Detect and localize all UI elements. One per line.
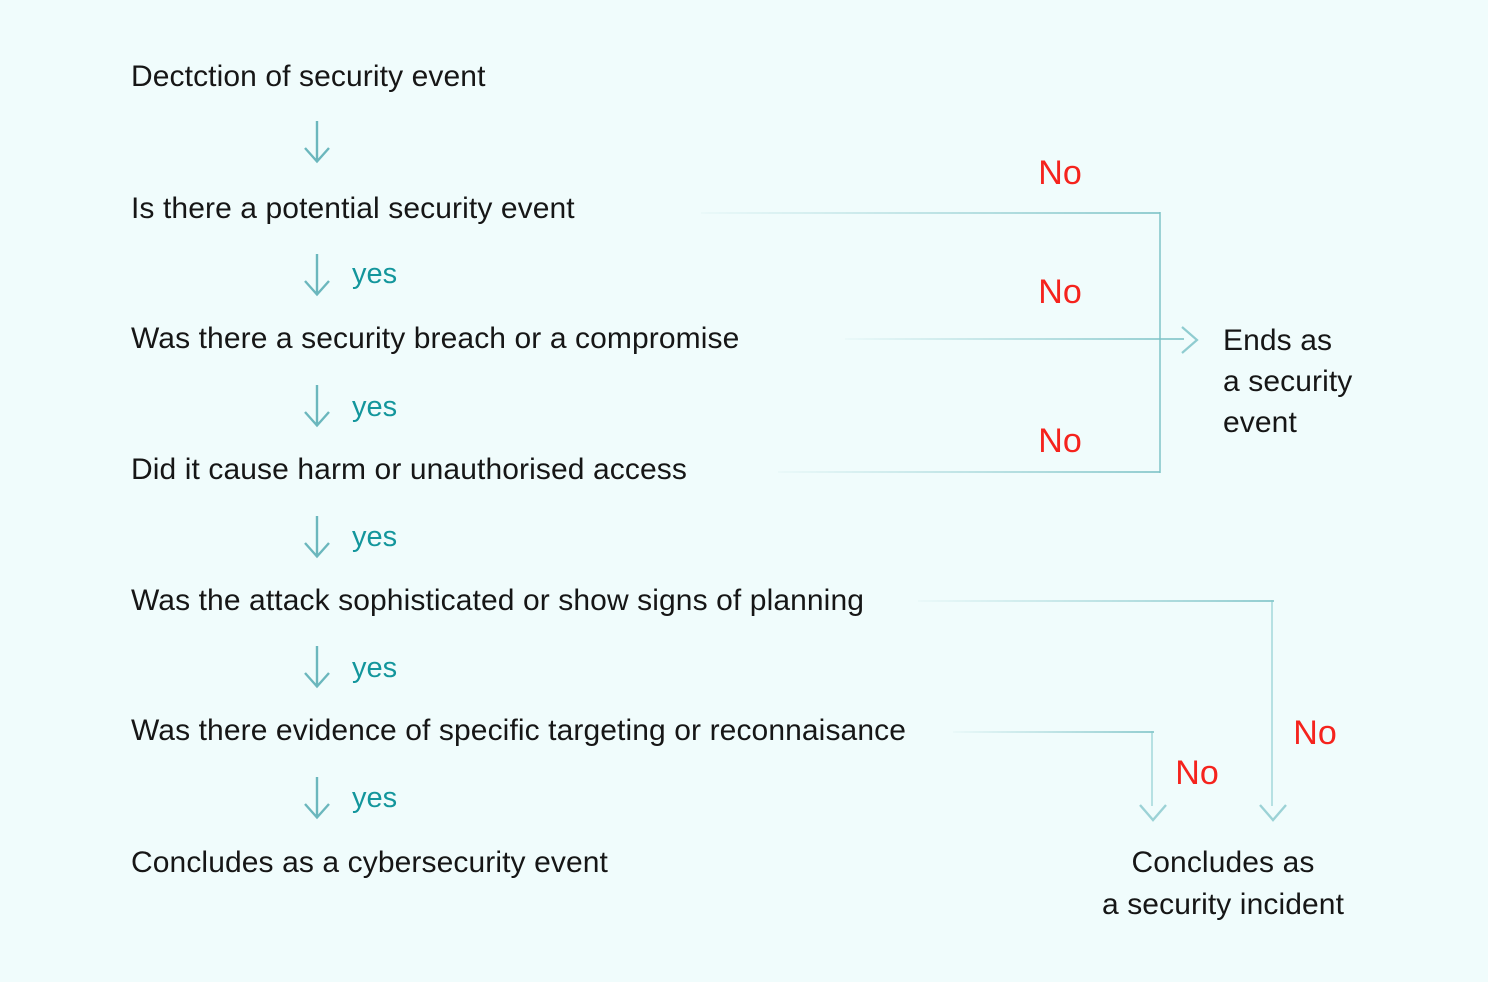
yes-label: yes [352, 391, 398, 423]
node-question-1: Is there a potential security event [131, 192, 575, 225]
down-arrow-icon [304, 777, 330, 820]
connector-rail-security-event [1159, 212, 1161, 473]
node-end-cybersecurity-event: Concludes as a cybersecurity event [131, 846, 608, 879]
node-end-security-incident: Concludes as a security incident [1102, 842, 1344, 926]
connector-drop-q4-no [1271, 600, 1273, 806]
no-label: No [1038, 273, 1082, 311]
no-label: No [1175, 754, 1219, 792]
end-security-event-line-1: Ends as [1223, 324, 1333, 357]
down-arrow-icon [304, 254, 330, 297]
node-question-3: Did it cause harm or unauthorised access [131, 453, 687, 486]
connector-drop-q5-no [1151, 731, 1153, 806]
yes-label: yes [352, 521, 398, 553]
connector-line-q5-no [953, 731, 1154, 733]
yes-label: yes [352, 782, 398, 814]
connector-line-q1-no [701, 212, 1160, 214]
arrowhead-down-icon [1259, 804, 1287, 822]
connector-line-q2-no [845, 338, 1184, 340]
end-security-event-line-3: event [1223, 406, 1297, 439]
yes-label: yes [352, 652, 398, 684]
no-label: No [1293, 714, 1337, 752]
node-start: Dectction of security event [131, 60, 486, 93]
node-end-security-event: Ends as a security event [1223, 320, 1352, 443]
down-arrow-icon [304, 121, 330, 164]
node-question-2: Was there a security breach or a comprom… [131, 322, 740, 355]
node-question-5: Was there evidence of specific targeting… [131, 714, 907, 747]
down-arrow-icon [304, 646, 330, 689]
arrowhead-down-icon [1139, 804, 1167, 822]
node-question-4: Was the attack sophisticated or show sig… [131, 584, 865, 617]
down-arrow-icon [304, 516, 330, 559]
end-security-incident-line-2: a security incident [1101, 888, 1345, 921]
no-label: No [1038, 154, 1082, 192]
arrowhead-right-icon [1181, 326, 1199, 354]
connector-line-q3-no [778, 471, 1160, 473]
down-arrow-icon [304, 385, 330, 428]
no-label: No [1038, 422, 1082, 460]
end-security-incident-line-1: Concludes as [1131, 846, 1315, 879]
yes-label: yes [352, 258, 398, 290]
end-security-event-line-2: a security [1223, 365, 1353, 398]
connector-line-q4-no [918, 600, 1274, 602]
